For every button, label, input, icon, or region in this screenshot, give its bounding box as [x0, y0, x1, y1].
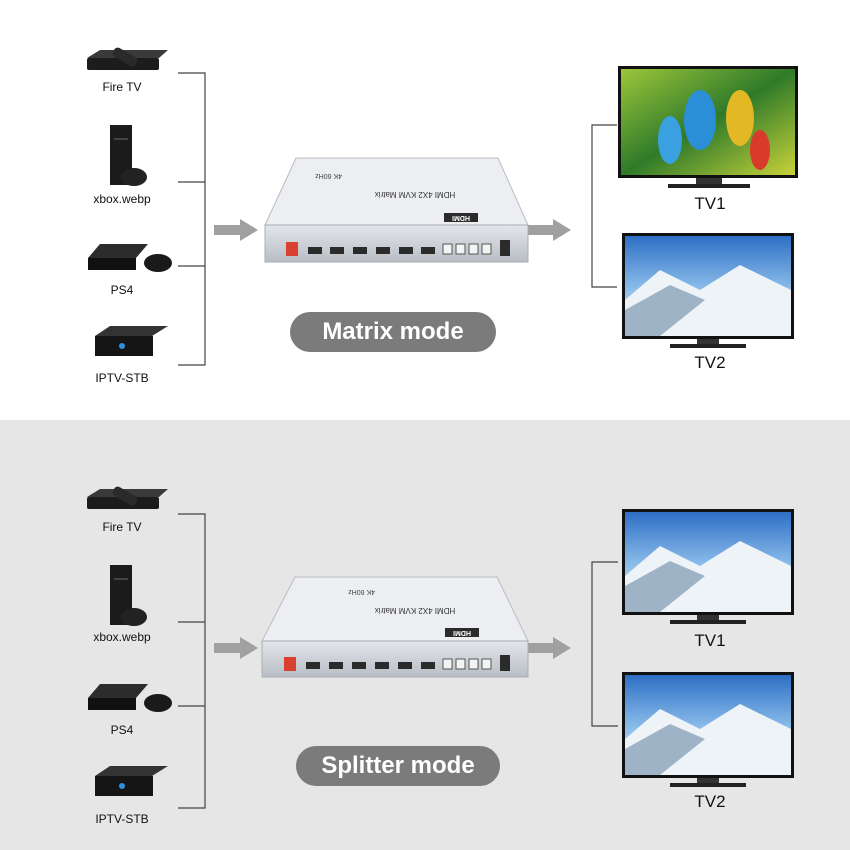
fire-tv-icon-bottom — [87, 486, 168, 509]
iptv-stb-icon — [95, 326, 168, 356]
tv2-screen-top — [622, 233, 794, 348]
device-spec-top: 4K 60Hz — [315, 172, 342, 179]
tv1-label-top: TV1 — [694, 194, 726, 213]
source-label-iptv-stb: IPTV-STB — [95, 371, 149, 385]
tv2-screen-bottom — [622, 672, 794, 787]
splitter-mode-label: Splitter mode — [296, 746, 500, 786]
tv2-label-top: TV2 — [694, 353, 726, 372]
output-bracket-bottom — [591, 561, 618, 727]
source-label-fire-tv-bottom: Fire TV — [102, 520, 142, 534]
device-spec-bottom: 4K 60Hz — [348, 588, 375, 595]
source-label-ps4: PS4 — [110, 283, 134, 297]
ps4-icon — [88, 244, 172, 272]
output-arrow-bottom — [527, 637, 571, 659]
kvm-matrix-device-top — [264, 157, 529, 263]
device-model-bottom: HDMI 4X2 KVM Matrix — [374, 606, 456, 615]
tv1-label-bottom: TV1 — [694, 631, 726, 650]
input-arrow-top — [214, 219, 258, 241]
source-label-xbox: xbox.webp — [93, 192, 151, 206]
matrix-mode-label: Matrix mode — [290, 312, 496, 352]
fire-tv-icon — [87, 47, 168, 70]
output-arrow-top — [527, 219, 571, 241]
source-label-ps4-bottom: PS4 — [110, 723, 134, 737]
tv1-screen-bottom — [622, 509, 794, 624]
source-bracket-top — [178, 72, 206, 366]
source-label-iptv-stb-bottom: IPTV-STB — [95, 812, 149, 826]
source-label-xbox-bottom: xbox.webp — [93, 630, 151, 644]
output-bracket-top — [591, 124, 617, 288]
ps4-icon-bottom — [88, 684, 172, 712]
iptv-stb-icon-bottom — [95, 766, 168, 796]
input-arrow-bottom — [214, 637, 258, 659]
tv2-label-bottom: TV2 — [694, 792, 726, 811]
device-brand-top: HDMI — [452, 214, 470, 221]
xbox-icon — [110, 125, 147, 186]
source-label-fire-tv: Fire TV — [102, 80, 142, 94]
device-brand-bottom: HDMI — [453, 629, 471, 636]
source-bracket-bottom — [178, 513, 206, 809]
tv1-screen-top — [618, 66, 798, 188]
device-model-top: HDMI 4X2 KVM Matrix — [374, 190, 456, 199]
xbox-icon-bottom — [110, 565, 147, 626]
kvm-matrix-device-bottom — [261, 576, 529, 678]
